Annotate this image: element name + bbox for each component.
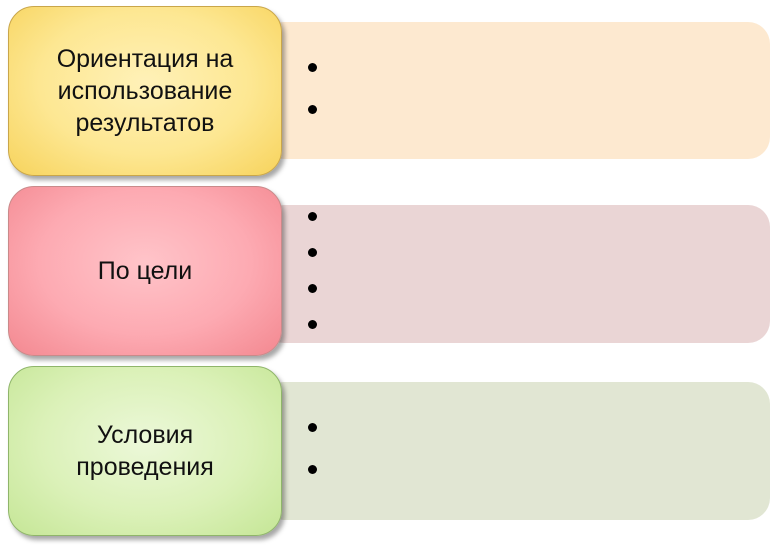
category-box-conditions: Условия проведения	[8, 366, 282, 536]
category-label: Ориентация на использование результатов	[56, 45, 234, 137]
category-label: Условия проведения	[76, 421, 214, 481]
bullet-point	[308, 423, 317, 432]
bullet-panel-goal	[262, 205, 770, 343]
bullet-point	[308, 105, 317, 114]
bullet-panel-result-orientation	[262, 22, 770, 159]
bullet-point	[308, 320, 317, 329]
category-label: По цели	[97, 257, 193, 285]
bullet-point	[308, 212, 317, 221]
bullet-point	[308, 284, 317, 293]
bullet-point	[308, 248, 317, 257]
category-box-result-orientation: Ориентация на использование результатов	[8, 6, 282, 176]
bullet-point	[308, 465, 317, 474]
row-goal: По цели	[0, 180, 772, 360]
bullet-point	[308, 63, 317, 72]
category-box-goal: По цели	[8, 186, 282, 356]
row-result-orientation: Ориентация на использование результатов	[0, 0, 772, 180]
bullet-panel-conditions	[262, 382, 770, 520]
row-conditions: Условия проведения	[0, 360, 772, 547]
